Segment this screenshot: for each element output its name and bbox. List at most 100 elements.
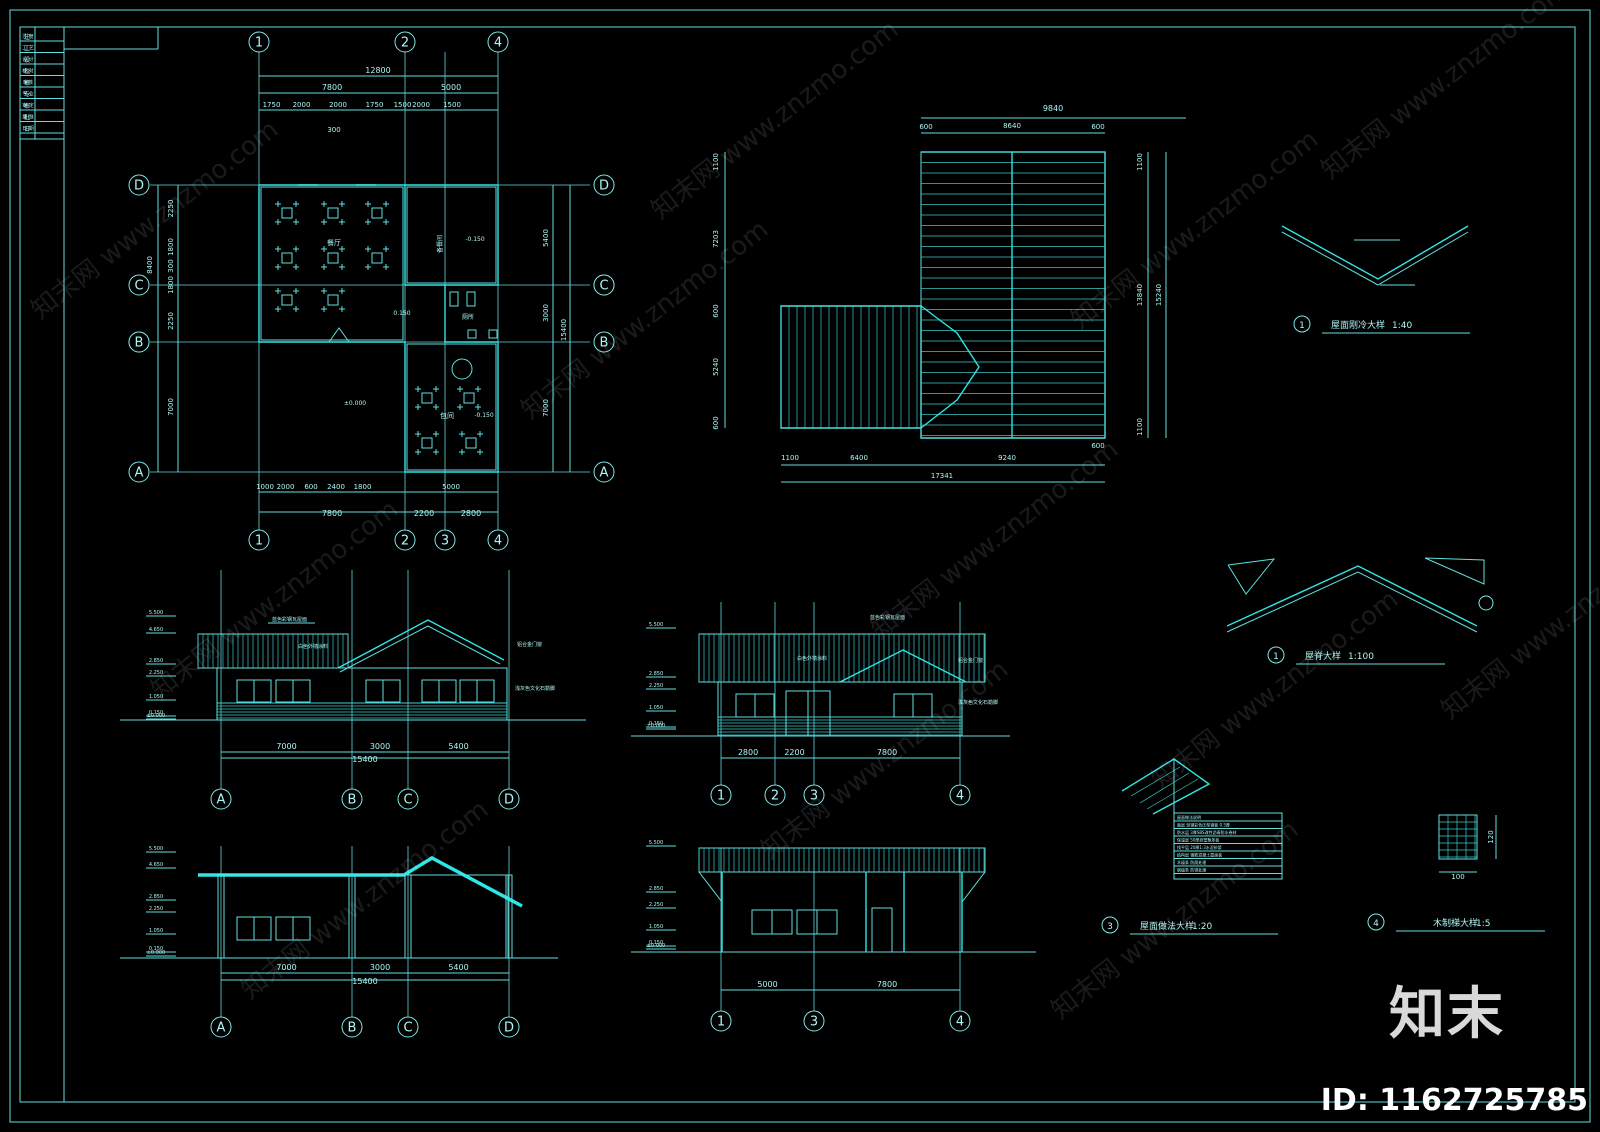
sink (488, 329, 498, 339)
layer-line (1146, 778, 1199, 810)
table-chairs (321, 201, 345, 225)
dimension-text: ±0.000 (647, 723, 666, 729)
dimension-text: 7000 (276, 742, 296, 751)
table-chairs (275, 246, 299, 270)
room-label: 备餐间 (436, 235, 444, 253)
dimension-text: 15400 (352, 977, 377, 986)
title-block-cell: 校 (24, 68, 30, 76)
dimension-text: 2800 (461, 509, 481, 518)
table (421, 437, 433, 449)
detail-title: 木制梯大样 (1433, 917, 1478, 929)
detail-title: 屋面刚冷大样 (1331, 319, 1385, 331)
axis-bubble-label: 4 (956, 789, 964, 804)
roof-outline (780, 151, 1106, 439)
axis-bubble-label: C (134, 279, 143, 294)
roof-band (698, 847, 986, 873)
room-label: 包间 (440, 411, 454, 420)
dimension-text: 3000 (542, 304, 550, 322)
watermark-text: 知末网 www.znzmo.com (236, 795, 494, 1006)
watermark-text: 知末网 www.znzmo.com (1316, 0, 1574, 186)
axis-bubble-label: D (504, 793, 514, 808)
table (281, 252, 293, 264)
title-block-text: 批 准 (22, 114, 34, 121)
dimension-text: 1100 (1136, 153, 1144, 171)
dimension-text: 1800 (167, 238, 175, 256)
eave (698, 871, 723, 903)
material-note: 浅灰色文化石勒脚 (515, 685, 555, 692)
axis-bubble (397, 1016, 419, 1038)
dimension-text: ±0.000 (147, 713, 166, 719)
dimension-text: 2.850 (149, 658, 163, 664)
title-block-cell: 审 (24, 102, 30, 110)
spec-note: 屋面做法说明 (1177, 814, 1201, 820)
dimension-text: 2250 (167, 312, 175, 330)
axis-bubble (710, 784, 732, 806)
title-block-text: 审核 (23, 79, 33, 86)
stair-block (1438, 814, 1478, 860)
table-chairs (415, 431, 439, 455)
dimension-text: 7000 (542, 399, 550, 417)
axis-bubble (498, 788, 520, 810)
dimension-text: 7000 (167, 398, 175, 416)
building-outline (258, 184, 499, 473)
axis-bubble-label: 2 (771, 789, 779, 804)
detail-scale: 1:40 (1392, 321, 1412, 331)
detail-number: 1 (1299, 321, 1305, 331)
axis-bubble-label: 3 (441, 534, 449, 549)
dimension-text: 6400 (850, 454, 868, 462)
dimension-text: 1800 (354, 483, 372, 491)
table-chairs (275, 288, 299, 312)
axis-bubble (128, 461, 150, 483)
material-note: 浅灰色文化石勒脚 (958, 699, 998, 706)
level-text: -0.150 (474, 412, 494, 419)
dimension-text: 2.850 (649, 671, 663, 677)
axis-bubble-label: A (600, 466, 609, 481)
dimension-text: 2.250 (149, 670, 163, 676)
watermark-text: 知末网 www.znzmo.com (1046, 815, 1304, 1026)
table (327, 252, 339, 264)
title-block-text: 注 册 (22, 33, 34, 40)
detail-number-bubble (1267, 646, 1285, 664)
dimension-text: 5.500 (649, 622, 663, 628)
private-room-wall (406, 343, 497, 471)
gutter-profile (1281, 225, 1469, 280)
dimension-text: 5.500 (149, 846, 163, 852)
room-label: 厕所 (462, 313, 474, 321)
gable-roof (839, 649, 967, 683)
dimension-text: 300 (167, 259, 175, 272)
dimension-text: 1000 (256, 483, 274, 491)
callout-bubble (1478, 595, 1494, 611)
dimension-text: 7800 (322, 83, 342, 92)
dimension-text: 7800 (877, 980, 897, 989)
axis-bubble (764, 784, 786, 806)
dimension-text: 7203 (712, 230, 720, 248)
title-block-cell: 审 (24, 79, 30, 87)
dimension-text: 600 (712, 304, 720, 317)
table (281, 207, 293, 219)
dimension-text: 5400 (542, 229, 550, 247)
dimension-text: 13840 (1136, 284, 1144, 306)
ridge-profile (1226, 565, 1478, 627)
title-block-text: 工 艺 (22, 46, 34, 52)
axis-bubble (487, 31, 509, 53)
dimension-text: ±0.000 (647, 943, 666, 949)
axis-bubble-label: B (348, 1021, 357, 1036)
axis-bubble (593, 274, 615, 296)
dimension-text: 5240 (712, 358, 720, 376)
axis-bubble (128, 274, 150, 296)
title-block-text: 审 定 (22, 102, 34, 109)
detail-number: 4 (1373, 919, 1379, 929)
dimension-text: 8400 (146, 256, 154, 274)
image-id-label: ID: 1162725785 (1320, 1083, 1588, 1118)
axis-bubble-label: 2 (401, 534, 409, 549)
door-swing (328, 327, 350, 343)
axis-bubble (593, 331, 615, 353)
slope-triangle (1227, 558, 1276, 595)
table (327, 207, 339, 219)
dimension-text: 7800 (877, 748, 897, 757)
detail-number: 3 (1107, 922, 1113, 932)
